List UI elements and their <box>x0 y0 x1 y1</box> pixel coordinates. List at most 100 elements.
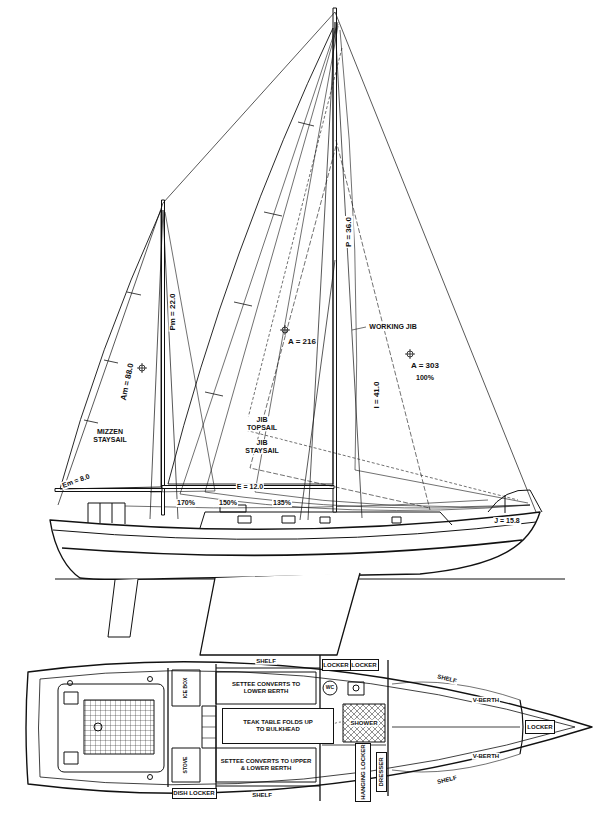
batten <box>84 292 141 423</box>
shelf-line <box>216 786 320 787</box>
locker-box: TEAK TABLE FOLDS UP TO BULKHEAD <box>222 708 334 744</box>
boot-stripe <box>62 540 522 555</box>
drawing-label: 135% <box>272 499 292 507</box>
wheel-pedestal <box>94 723 102 731</box>
shower-pan <box>343 704 385 742</box>
deck-line <box>39 671 576 785</box>
batten <box>205 122 314 396</box>
winch <box>148 677 153 682</box>
berth-edge <box>392 682 520 772</box>
porthole <box>282 516 295 523</box>
drawing-label: J = 15.8 <box>493 517 521 525</box>
drawing-label: E = 12.0 <box>236 483 264 491</box>
mizzen-staysail <box>150 212 215 492</box>
leader-line <box>352 327 366 330</box>
bulkhead <box>167 668 168 787</box>
step <box>202 716 216 738</box>
partition <box>322 745 386 746</box>
locker-box: DRESSER <box>376 752 387 792</box>
mizzen-backstay <box>58 203 163 505</box>
drawing-label: Em = 8.0 <box>60 472 91 490</box>
main-shroud <box>300 22 362 520</box>
ice-box <box>172 670 200 706</box>
stove <box>172 748 200 782</box>
drawing-label: I = 41.0 <box>373 381 382 410</box>
mizzen-shroud <box>150 210 178 519</box>
porthole <box>392 517 401 523</box>
drawing-label: SHELF <box>255 658 277 665</box>
drawing-label: A = 303 <box>410 362 440 371</box>
drawing-label: V-BERTH <box>472 753 500 760</box>
compartment-label: DISH LOCKER <box>173 790 214 797</box>
locker-box: LOCKER <box>525 720 555 734</box>
drawing-label: P = 36.0 <box>345 216 354 248</box>
compartment-label: DRESSER <box>378 757 385 786</box>
shelf-line <box>216 668 320 669</box>
hatch <box>64 692 78 704</box>
sink <box>348 682 364 695</box>
drawing-label: SHELF <box>436 774 459 786</box>
drawing-label: Pm = 22.0 <box>169 292 178 331</box>
cockpit-grating <box>84 700 154 754</box>
genoa-170 <box>180 22 530 510</box>
drawing-label: 100% <box>415 374 435 382</box>
rub-rail <box>53 522 536 539</box>
drawing-label: STOVE <box>183 756 189 775</box>
drawing-label: SHOWER <box>350 720 379 727</box>
forestay <box>335 12 536 512</box>
locker-box: HANGING LOCKER <box>355 743 371 802</box>
stern-pulpit <box>88 503 125 524</box>
drawing-label: JIB STAYSAIL <box>243 439 281 454</box>
winch <box>148 775 153 780</box>
compartment-label: LOCKER <box>527 724 552 731</box>
keel <box>200 573 360 655</box>
compartment-label: TEAK TABLE FOLDS UP TO BULKHEAD <box>239 719 317 733</box>
drawing-label: ICE BOX <box>183 677 189 700</box>
porthole <box>238 516 251 523</box>
cabin-house <box>200 512 452 528</box>
drawing-label: SETTEE CONVERTS TO UPPER & LOWER BERTH <box>217 758 315 771</box>
mizzen-sail <box>60 210 161 489</box>
mizzen-mast <box>162 200 165 515</box>
compartment-label: LOCKER <box>351 662 376 669</box>
drawing-label: SETTEE CONVERTS TO LOWER BERTH <box>225 681 307 694</box>
hatch <box>64 752 78 764</box>
drawing-label: SHELF <box>251 792 273 799</box>
drawing-label: JIB TOPSAIL <box>243 416 281 431</box>
porthole <box>320 517 330 523</box>
winch <box>68 681 73 686</box>
companionway-steps <box>202 706 216 748</box>
bow-pulpit <box>488 490 542 513</box>
drawing-label: SHELF <box>436 673 459 685</box>
sink-bowl <box>353 685 359 691</box>
locker-box: LOCKER <box>322 659 351 671</box>
berth-centreline <box>392 727 520 728</box>
drawing-label: WC <box>325 685 335 691</box>
bulkhead <box>387 660 388 796</box>
drawing-label: 170% <box>176 499 196 507</box>
locker-box: LOCKER <box>350 659 379 671</box>
genoa-150 <box>205 24 530 508</box>
drawing-label: WORKING JIB <box>368 323 417 331</box>
settee <box>216 672 316 704</box>
compartment-label: LOCKER <box>323 662 348 669</box>
drawing-label: V-BERTH <box>472 697 500 704</box>
genoa-135 <box>255 26 530 507</box>
jib-topsail <box>245 48 518 500</box>
toilet <box>323 681 337 695</box>
drawing-label: A = 216 <box>287 338 317 347</box>
drawing-label: 150% <box>218 499 238 507</box>
locker-box: DISH LOCKER <box>172 788 217 799</box>
compartment-label: HANGING LOCKER <box>360 744 367 799</box>
mainsail <box>168 28 333 484</box>
drawing-label: Am = 88.0 <box>120 362 137 403</box>
bulkhead <box>520 700 523 754</box>
drawing-label: MIZZEN STAYSAIL <box>86 428 134 443</box>
settee <box>216 748 316 782</box>
cockpit <box>58 684 164 772</box>
rudder <box>108 579 138 637</box>
hull-plan <box>26 662 592 793</box>
centroid-symbol <box>137 325 415 373</box>
